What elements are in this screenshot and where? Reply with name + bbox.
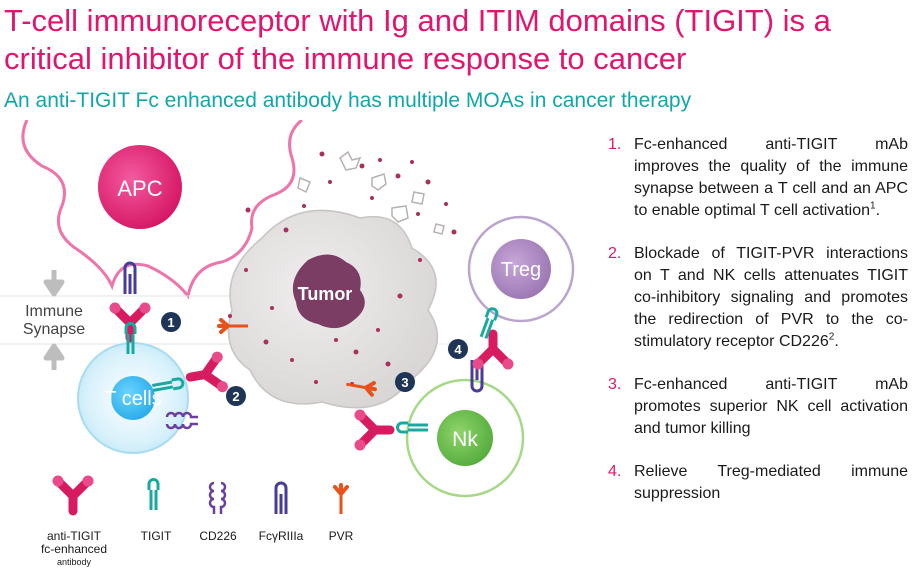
tumor-nucleus: [292, 254, 365, 329]
moa-item-3-number: 3.: [608, 376, 622, 393]
legend-cd226-label: CD226: [199, 529, 237, 543]
moa-item-4: 4. Relieve Treg-mediated immune suppress…: [608, 461, 908, 505]
apc-cell: [98, 145, 182, 229]
tcell-label: T cells: [104, 388, 161, 410]
legend-pvr-icon: [333, 483, 349, 516]
apc-label: APC: [117, 176, 162, 201]
page-subtitle: An anti-TIGIT Fc enhanced antibody has m…: [4, 89, 692, 112]
moa-item-3: 3. Fc-enhanced anti-TIGIT mAb promotes s…: [608, 374, 908, 440]
tumor-debris: [297, 150, 445, 235]
legend-tigit-label: TIGIT: [141, 529, 172, 543]
moa-item-1-text: Fc-enhanced anti-TIGIT mAb improves the …: [634, 136, 908, 219]
legend-antibody-line2: fc-enhanced: [41, 542, 107, 556]
page-title: T-cell immunoreceptor with Ig and ITIM d…: [4, 3, 831, 76]
synapse-label-1: Immune: [25, 303, 83, 320]
treg-label: Treg: [501, 259, 541, 281]
antibody-tcell-right: [187, 351, 229, 398]
nk-cell: [437, 410, 493, 466]
fcgr-on-apc: [123, 261, 137, 296]
moa-item-2-number: 2.: [608, 245, 622, 262]
tumor-granules: [228, 151, 457, 386]
moa-item-4-number: 4.: [608, 463, 622, 480]
legend-fcgr-label: FcγRIIIa: [259, 529, 304, 543]
moa-item-4-text: Relieve Treg-mediated immune suppression: [634, 463, 908, 502]
marker-2: 2: [226, 386, 246, 406]
marker-1: 1: [161, 312, 181, 332]
synapse-arrow-up: [43, 343, 65, 370]
nk-label: Nk: [452, 428, 478, 451]
legend-antibody-line3: antibody: [57, 557, 92, 567]
treg-cell: [491, 239, 551, 299]
synapse-arrow-down: [43, 270, 65, 297]
antibody-synapse: [110, 303, 151, 339]
legend-pvr-label: PVR: [329, 529, 354, 543]
svg-text:1: 1: [167, 315, 174, 330]
marker-4: 4: [448, 339, 468, 359]
moa-item-3-text: Fc-enhanced anti-TIGIT mAb promotes supe…: [634, 376, 908, 437]
tcell-nucleus: [111, 376, 155, 420]
marker-3: 3: [395, 372, 415, 392]
svg-text:3: 3: [401, 375, 408, 390]
moa-item-2: 2. Blockade of TIGIT-PVR interactions on…: [608, 243, 908, 353]
legend-fcgr-icon: [274, 481, 288, 516]
moa-item-1-number: 1.: [608, 136, 622, 153]
legend: anti-TIGIT fc-enhanced antibody TIGIT CD…: [41, 476, 354, 567]
moa-list: 1. Fc-enhanced anti-TIGIT mAb improves t…: [608, 134, 908, 526]
legend-cd226-icon: [208, 481, 227, 516]
svg-text:2: 2: [232, 389, 239, 404]
antibody-treg: [473, 334, 514, 370]
tumor-label: Tumor: [298, 284, 353, 304]
moa-diagram: APC Immune Synapse Tumor Treg Nk T cel: [0, 120, 575, 567]
antibody-nk: [355, 410, 391, 451]
synapse-label-2: Synapse: [23, 321, 85, 338]
apc-membrane: [21, 120, 303, 300]
legend-tigit-icon: [147, 478, 160, 512]
moa-item-2-text: Blockade of TIGIT-PVR interactions on T …: [634, 245, 908, 350]
svg-text:4: 4: [454, 342, 462, 357]
legend-antibody-icon: [53, 476, 94, 512]
legend-antibody-line1: anti-TIGIT: [47, 529, 102, 543]
moa-item-1: 1. Fc-enhanced anti-TIGIT mAb improves t…: [608, 134, 908, 222]
